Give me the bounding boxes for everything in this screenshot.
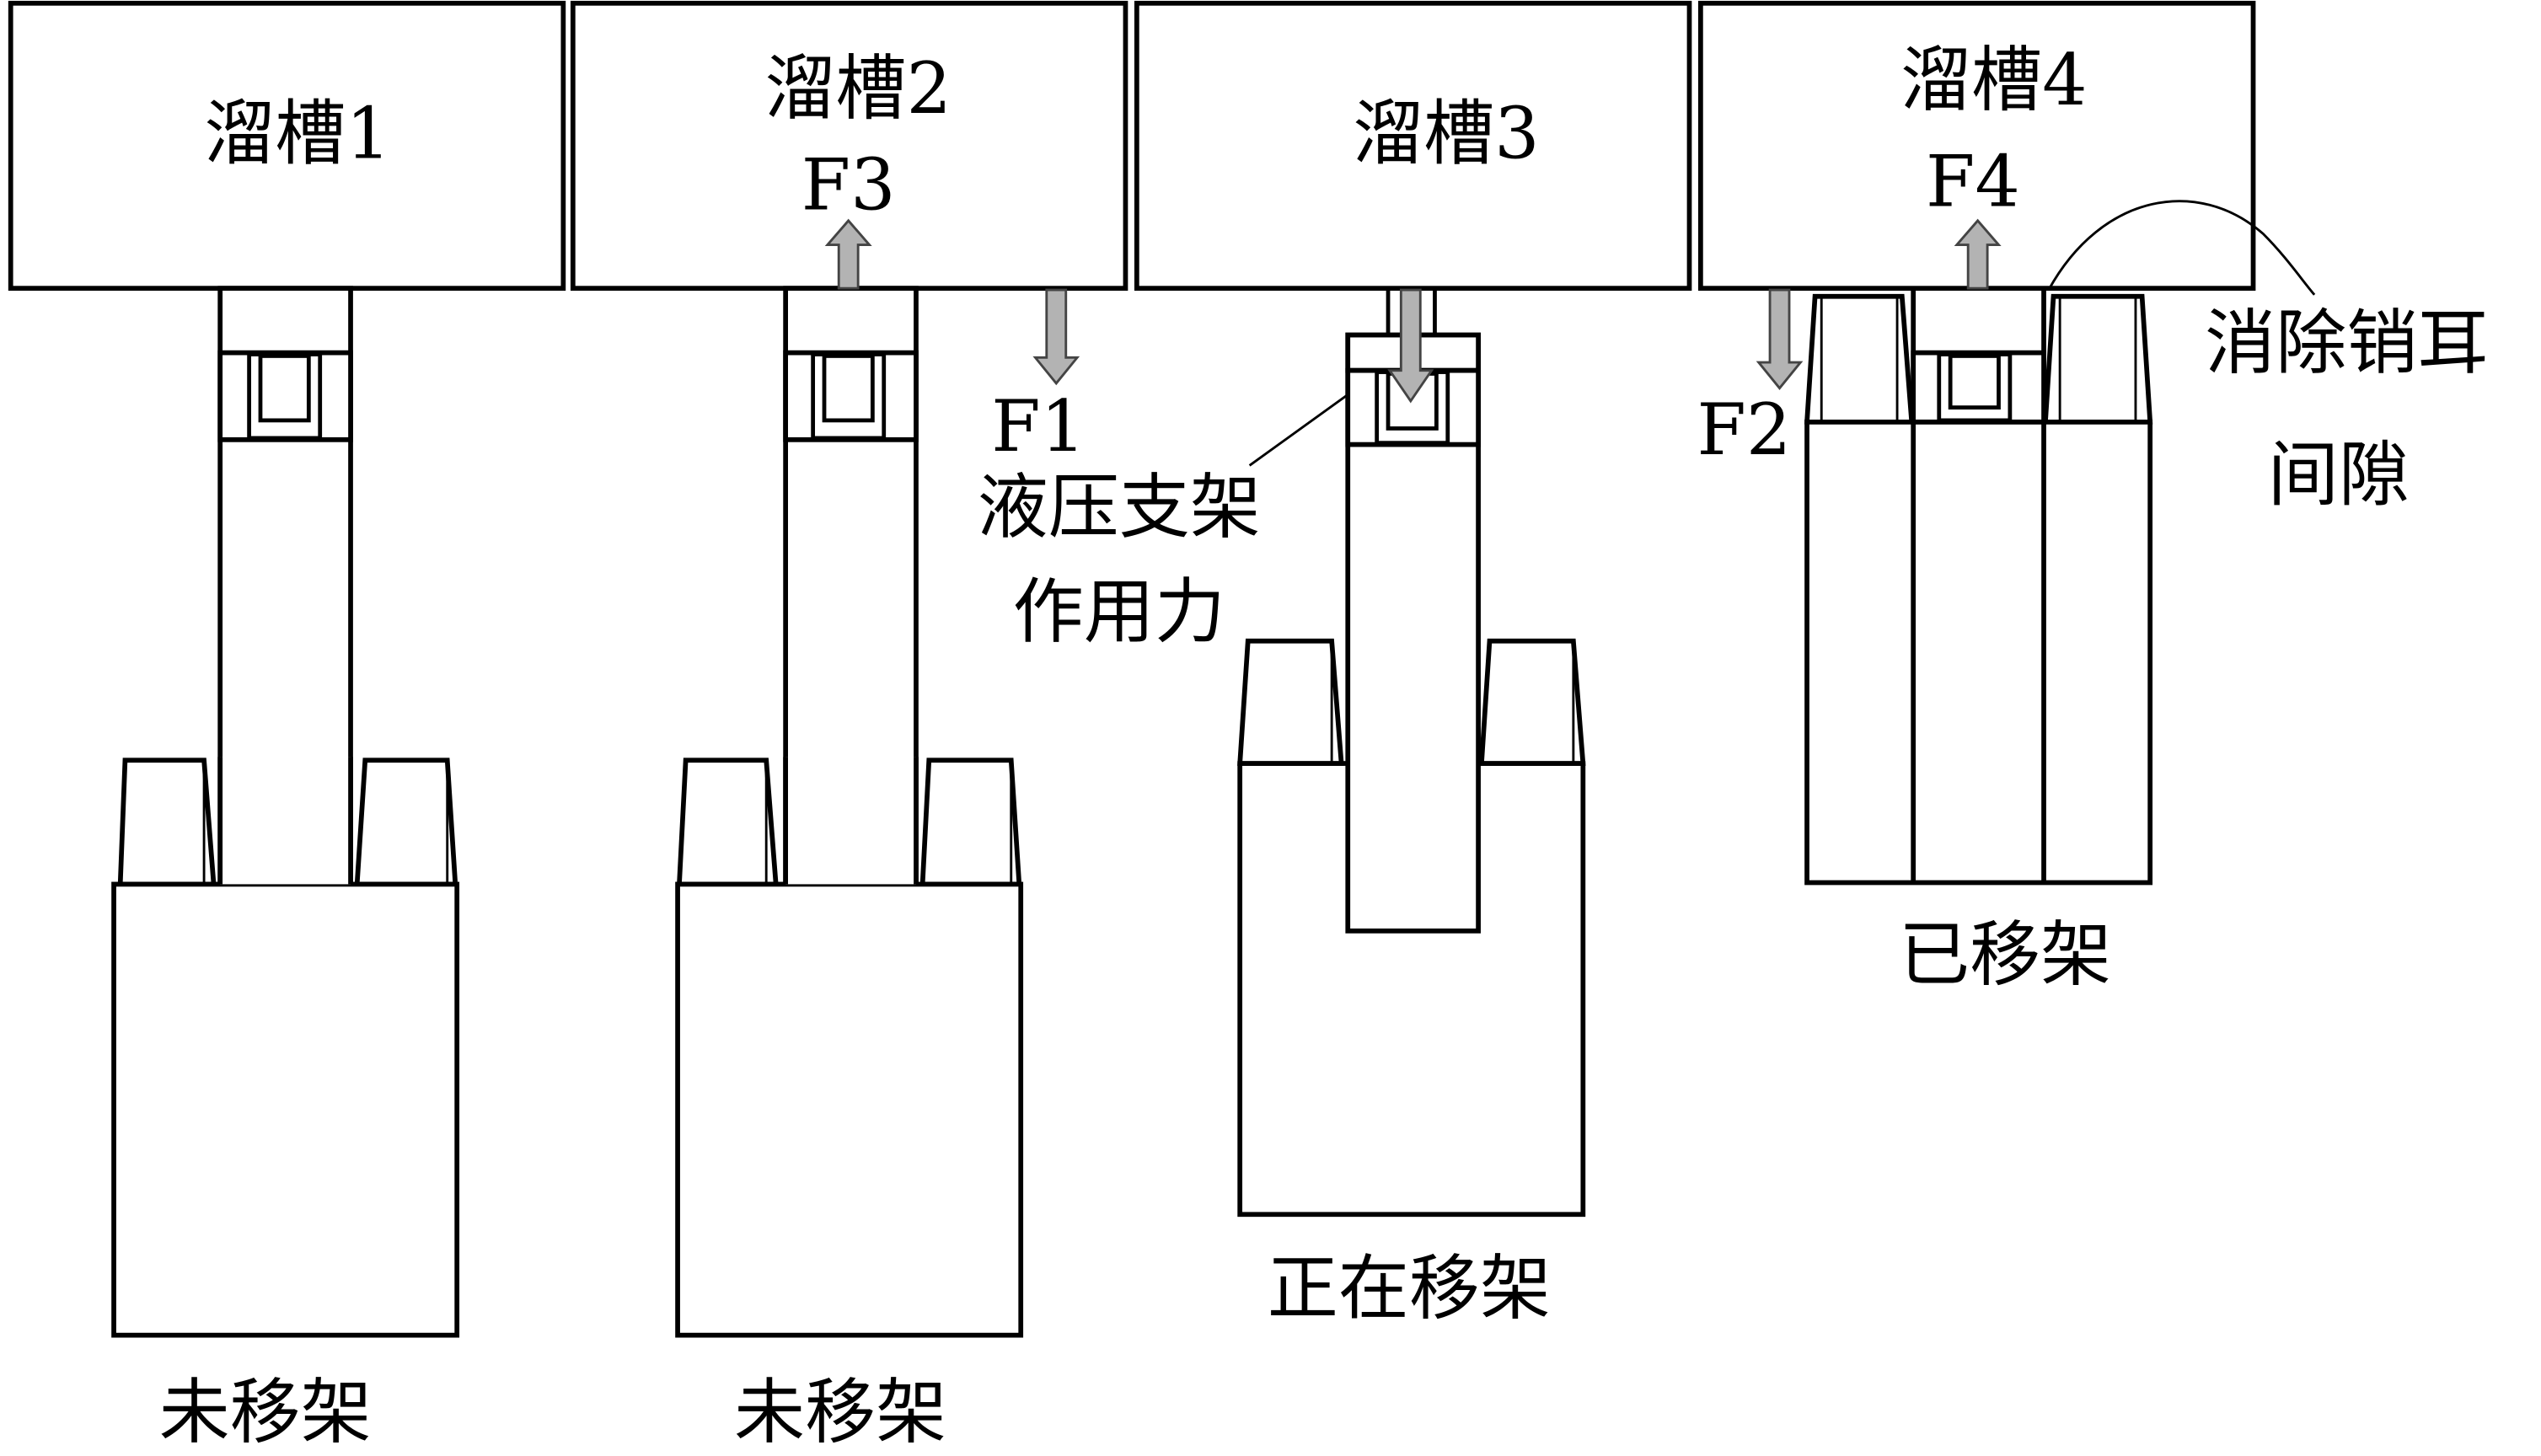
chute-4: 溜槽4 F4 — [1698, 0, 2256, 292]
clearance-leader-curve — [2047, 200, 2316, 296]
support-4: 已移架 — [1804, 288, 2153, 996]
force-f3-arrow — [824, 218, 872, 290]
support-4-status: 已移架 — [1899, 913, 2111, 996]
force-f4-arrow — [1954, 218, 2002, 290]
support-3-status: 正在移架 — [1268, 1247, 1551, 1330]
support-1: 未移架 — [111, 286, 460, 1453]
force-f4-label: F4 — [1926, 141, 2020, 223]
support-3: 正在移架 — [1237, 290, 1586, 1330]
chute-1: 溜槽1 — [8, 0, 566, 292]
support-2-status: 未移架 — [734, 1371, 946, 1453]
clearance-label-line2: 间隙 — [2268, 434, 2410, 517]
force-f2-label: F2 — [1697, 388, 1792, 471]
chute-4-label: 溜槽4 — [1900, 39, 2088, 121]
support-force-label-line1: 液压支架 — [978, 466, 1261, 549]
force-f1-label: F1 — [991, 385, 1086, 468]
chute-3-label: 溜槽3 — [1353, 92, 1540, 174]
force-f1-arrow — [1032, 288, 1080, 386]
force-f2-arrow — [1756, 288, 1804, 390]
chute-3: 溜槽3 — [1134, 0, 1692, 292]
force-f3-label: F3 — [801, 143, 896, 226]
support-1-status: 未移架 — [159, 1371, 372, 1453]
clearance-label-line1: 消除销耳 — [2205, 302, 2488, 384]
support-2: 未移架 — [675, 286, 1024, 1453]
chute-1-label: 溜槽1 — [204, 92, 391, 174]
chute-2-label: 溜槽2 — [764, 47, 952, 130]
support-force-label-line2: 作用力 — [1013, 570, 1225, 653]
support-force-arrow — [1387, 288, 1434, 404]
